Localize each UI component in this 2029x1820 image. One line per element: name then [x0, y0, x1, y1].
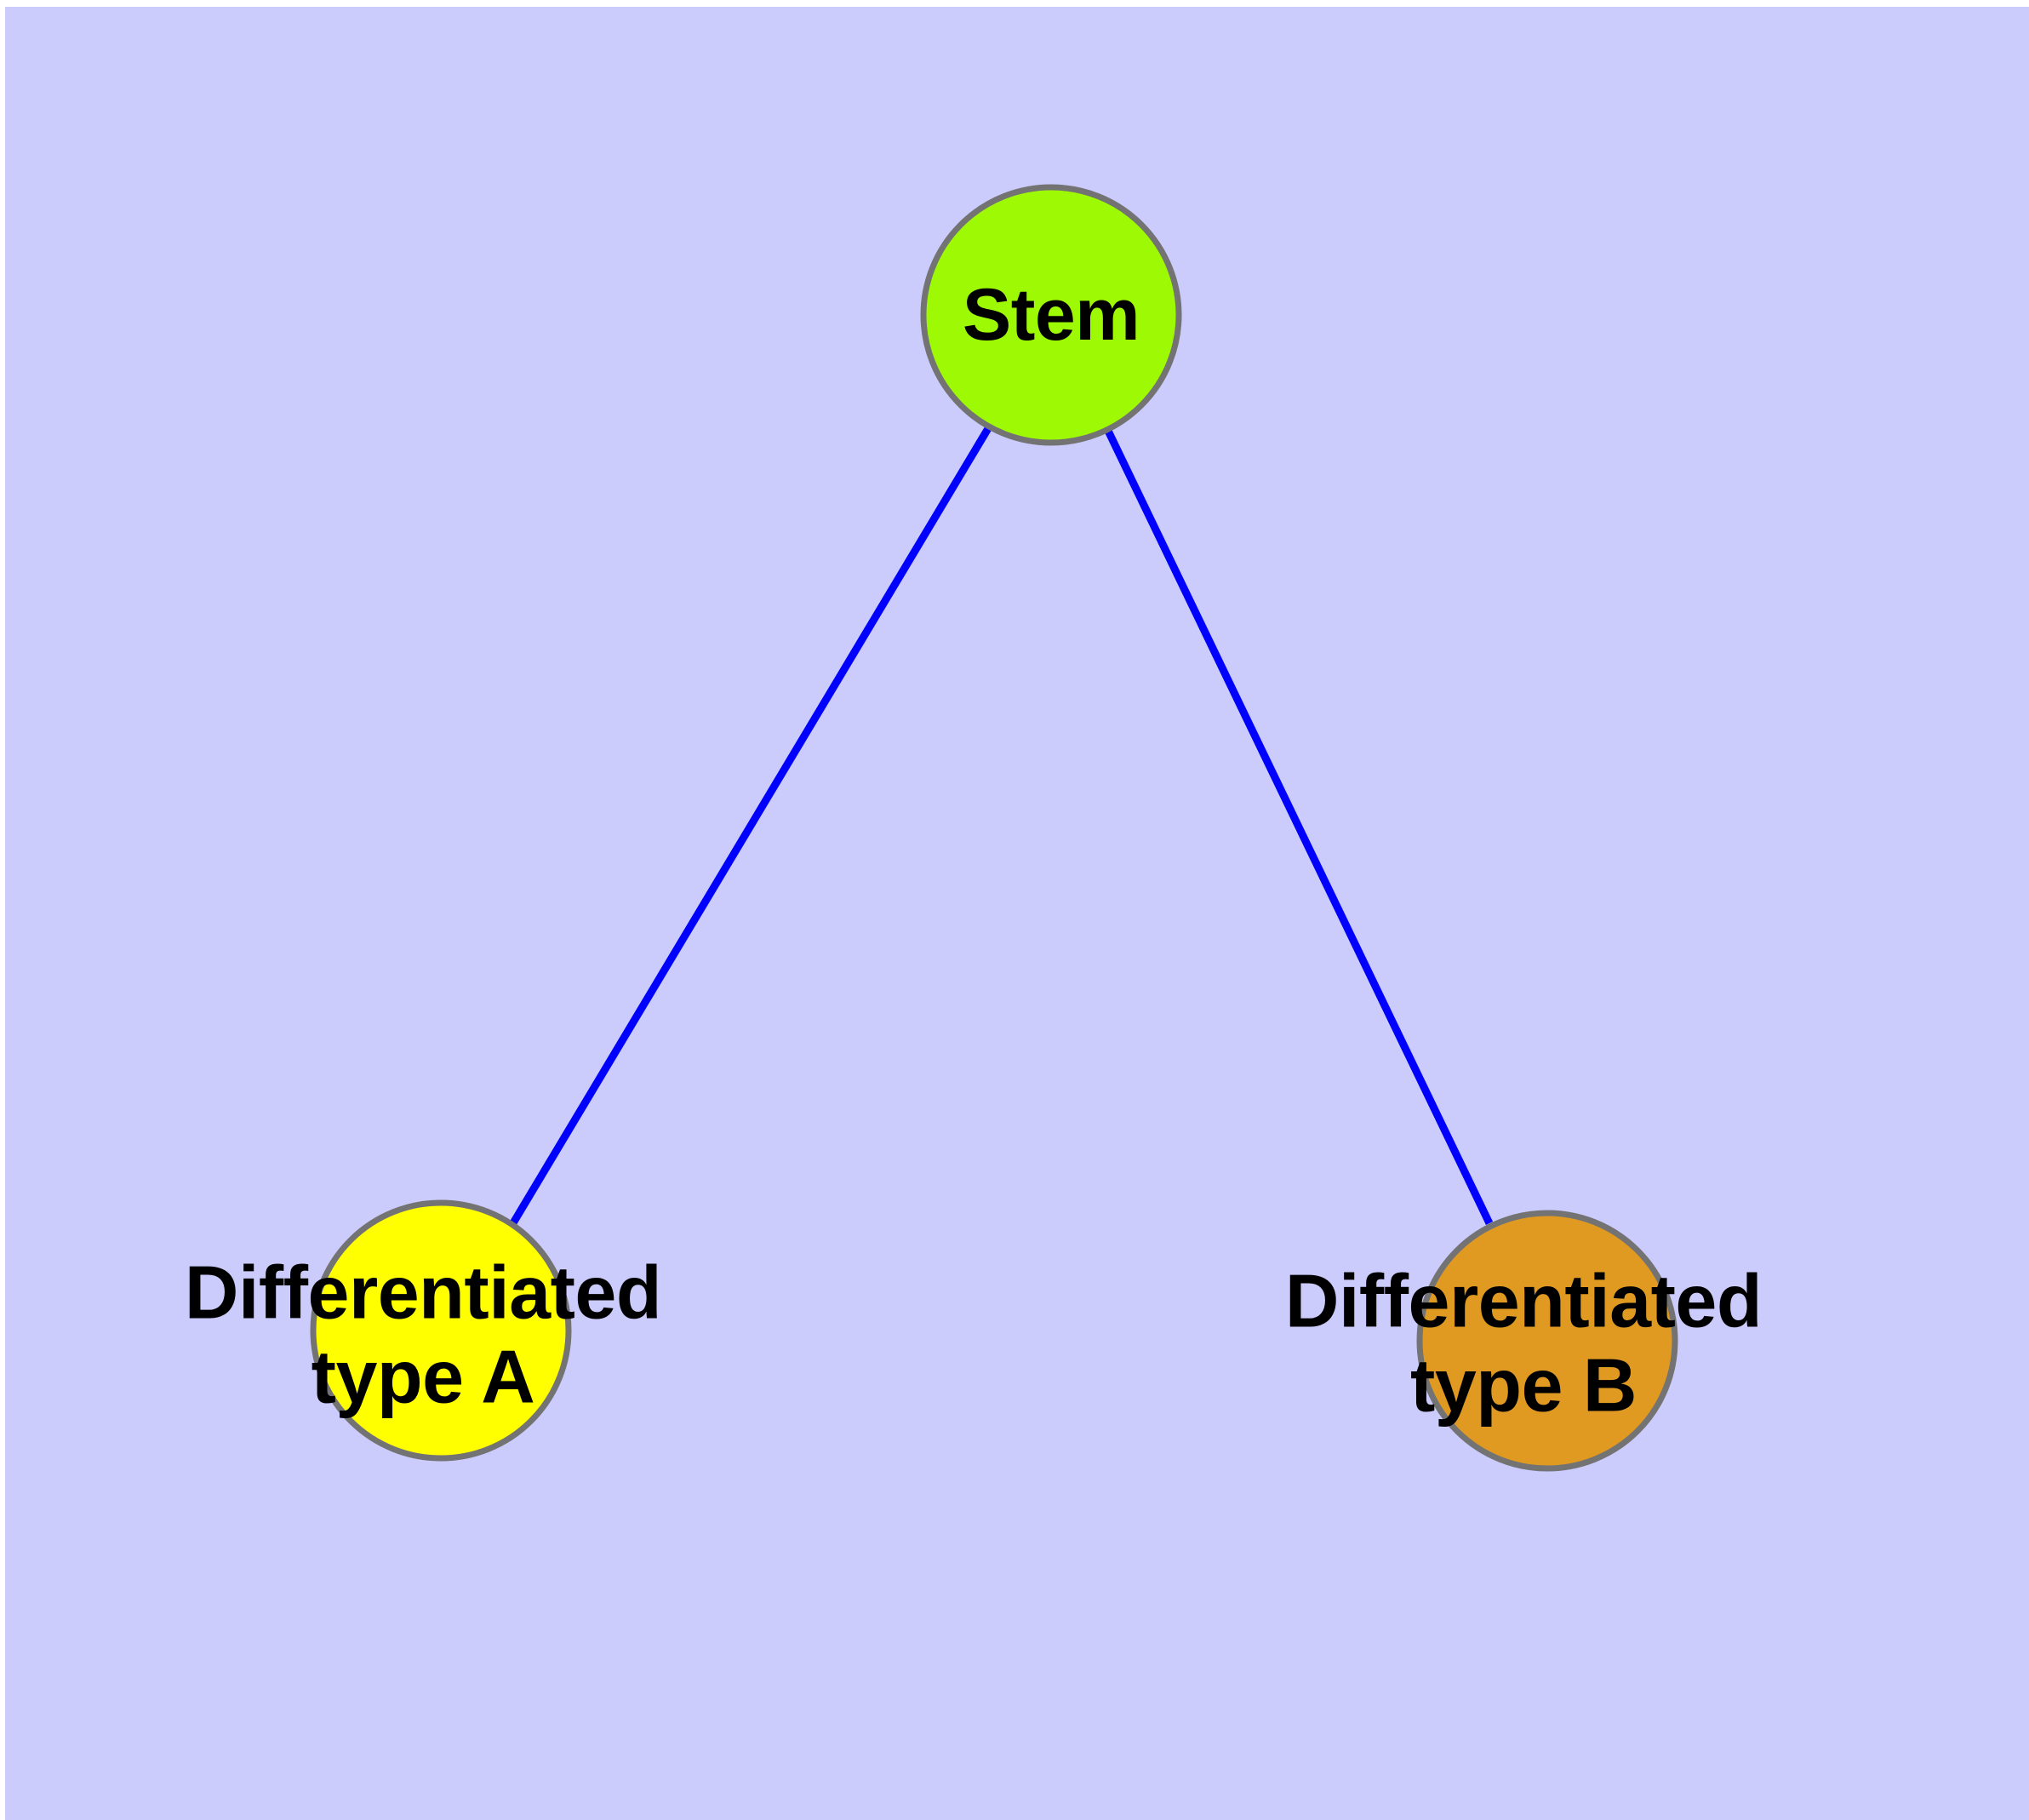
edge-stem-to-differentiated-type-b[interactable]: [1104, 429, 1494, 1225]
node-stem[interactable]: [920, 184, 1182, 446]
node-differentiated-type-b[interactable]: [1416, 1210, 1678, 1472]
node-differentiated-type-a[interactable]: [310, 1199, 572, 1462]
edge-layer: [508, 423, 1494, 1228]
node-layer: [310, 184, 1678, 1472]
edge-stem-to-differentiated-type-a[interactable]: [508, 423, 993, 1228]
